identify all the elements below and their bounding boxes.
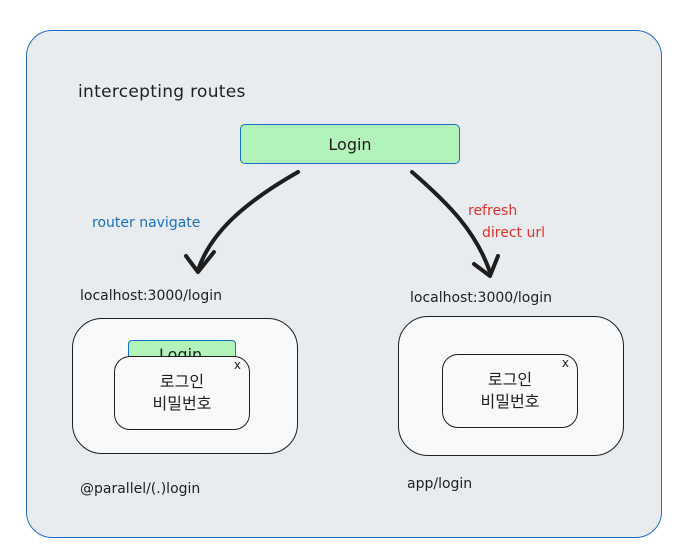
- left-modal-line2: 비밀번호: [152, 394, 212, 413]
- login-button-label: Login: [328, 134, 372, 154]
- right-close-icon: x: [561, 356, 569, 370]
- diagram-title: intercepting routes: [78, 82, 246, 102]
- arrow-refresh: [410, 170, 492, 274]
- edge-label-refresh: refresh direct url: [468, 200, 545, 244]
- edge-label-router-navigate: router navigate: [92, 215, 201, 231]
- left-close-icon: x: [233, 358, 241, 372]
- left-route-label: @parallel/(.)login: [80, 481, 201, 497]
- right-modal-line2: 비밀번호: [480, 392, 540, 411]
- left-modal-line1: 로그인: [159, 372, 205, 391]
- arrowhead-refresh: [472, 254, 500, 278]
- right-url: localhost:3000/login: [410, 290, 553, 306]
- login-button-node: Login: [240, 124, 460, 164]
- right-route-label: app/login: [407, 476, 473, 492]
- arrowhead-router-navigate: [184, 250, 216, 274]
- left-login-modal: x 로그인 비밀번호: [114, 356, 250, 430]
- right-page-box: [398, 316, 624, 456]
- right-login-modal: x 로그인 비밀번호: [442, 354, 578, 428]
- edge-label-refresh-line2: direct url: [482, 225, 545, 241]
- arrow-router-navigate: [196, 170, 300, 272]
- edge-label-refresh-line1: refresh: [468, 203, 518, 219]
- right-modal-line1: 로그인: [487, 370, 533, 389]
- left-url: localhost:3000/login: [80, 288, 223, 304]
